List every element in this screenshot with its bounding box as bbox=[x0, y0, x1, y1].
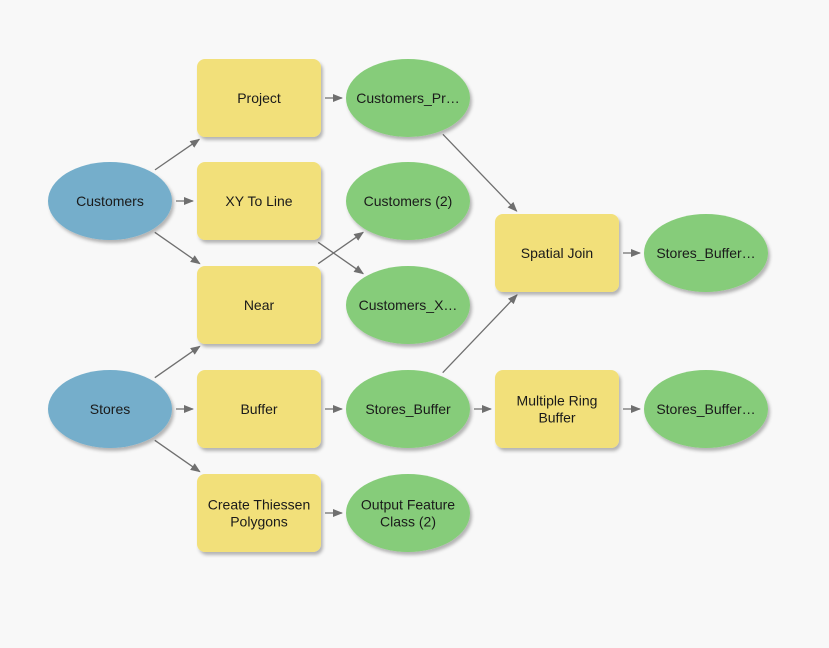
node-label-project: Project bbox=[237, 90, 281, 106]
node-label-output-feature-class-2-line-2: Class (2) bbox=[380, 514, 436, 530]
input-data-customers[interactable] bbox=[48, 162, 172, 240]
node-label-stores-buffer: Stores_Buffer bbox=[365, 401, 451, 417]
node-label-customers-xy: Customers_X… bbox=[359, 297, 458, 313]
node-label-stores-buffer-ring: Stores_Buffer… bbox=[656, 401, 755, 417]
connectors-layer bbox=[154, 94, 641, 517]
node-customers-xy[interactable]: Customers_X… bbox=[346, 266, 470, 344]
node-label-output-feature-class-2-line-1: Output Feature bbox=[361, 497, 455, 513]
node-stores-buffer-join[interactable]: Stores_Buffer… bbox=[644, 214, 768, 292]
node-label-stores: Stores bbox=[90, 401, 130, 417]
connector-xy-to-line-to-customers-xy[interactable] bbox=[317, 241, 365, 275]
node-label-xy-to-line: XY To Line bbox=[225, 193, 292, 209]
connector-stores-to-create-thiessen-polygons[interactable] bbox=[154, 439, 201, 473]
output-data-customers-xy[interactable] bbox=[346, 266, 470, 344]
node-stores-buffer-ring[interactable]: Stores_Buffer… bbox=[644, 370, 768, 448]
connector-customers-projected-to-spatial-join[interactable] bbox=[442, 133, 518, 212]
node-label-near: Near bbox=[244, 297, 275, 313]
node-label-customers: Customers bbox=[76, 193, 144, 209]
node-label-create-thiessen-polygons-line-1: Create Thiessen bbox=[208, 497, 310, 513]
tool-buffer[interactable] bbox=[197, 370, 321, 448]
node-customers-2[interactable]: Customers (2) bbox=[346, 162, 470, 240]
node-near[interactable]: Near bbox=[197, 266, 321, 344]
output-data-output-feature-class-2[interactable] bbox=[346, 474, 470, 552]
tool-create-thiessen-polygons[interactable] bbox=[197, 474, 321, 552]
node-stores[interactable]: Stores bbox=[48, 370, 172, 448]
tool-xy-to-line[interactable] bbox=[197, 162, 321, 240]
tool-multiple-ring-buffer[interactable] bbox=[495, 370, 619, 448]
tool-spatial-join[interactable] bbox=[495, 214, 619, 292]
node-stores-buffer[interactable]: Stores_Buffer bbox=[346, 370, 470, 448]
node-label-create-thiessen-polygons-line-2: Polygons bbox=[230, 514, 288, 530]
node-project[interactable]: Project bbox=[197, 59, 321, 137]
node-label-multiple-ring-buffer-line-1: Multiple Ring bbox=[517, 393, 598, 409]
connector-stores-buffer-to-spatial-join[interactable] bbox=[442, 294, 518, 374]
connector-customers-to-project[interactable] bbox=[154, 138, 201, 171]
connector-stores-to-near[interactable] bbox=[154, 345, 201, 379]
tool-project[interactable] bbox=[197, 59, 321, 137]
node-buffer[interactable]: Buffer bbox=[197, 370, 321, 448]
output-data-stores-buffer-join[interactable] bbox=[644, 214, 768, 292]
node-customers-projected[interactable]: Customers_Pr… bbox=[346, 59, 470, 137]
connector-near-to-customers-2[interactable] bbox=[317, 231, 365, 265]
node-xy-to-line[interactable]: XY To Line bbox=[197, 162, 321, 240]
node-spatial-join[interactable]: Spatial Join bbox=[495, 214, 619, 292]
output-data-customers-2[interactable] bbox=[346, 162, 470, 240]
node-label-stores-buffer-join: Stores_Buffer… bbox=[656, 245, 755, 261]
tool-near[interactable] bbox=[197, 266, 321, 344]
node-customers[interactable]: Customers bbox=[48, 162, 172, 240]
node-label-multiple-ring-buffer-line-2: Buffer bbox=[538, 410, 575, 426]
output-data-stores-buffer[interactable] bbox=[346, 370, 470, 448]
connector-customers-to-near[interactable] bbox=[154, 231, 201, 265]
output-data-stores-buffer-ring[interactable] bbox=[644, 370, 768, 448]
node-label-buffer: Buffer bbox=[240, 401, 277, 417]
output-data-customers-projected[interactable] bbox=[346, 59, 470, 137]
node-label-customers-projected: Customers_Pr… bbox=[356, 90, 459, 106]
node-label-customers-2: Customers (2) bbox=[364, 193, 453, 209]
input-data-stores[interactable] bbox=[48, 370, 172, 448]
node-label-spatial-join: Spatial Join bbox=[521, 245, 593, 261]
